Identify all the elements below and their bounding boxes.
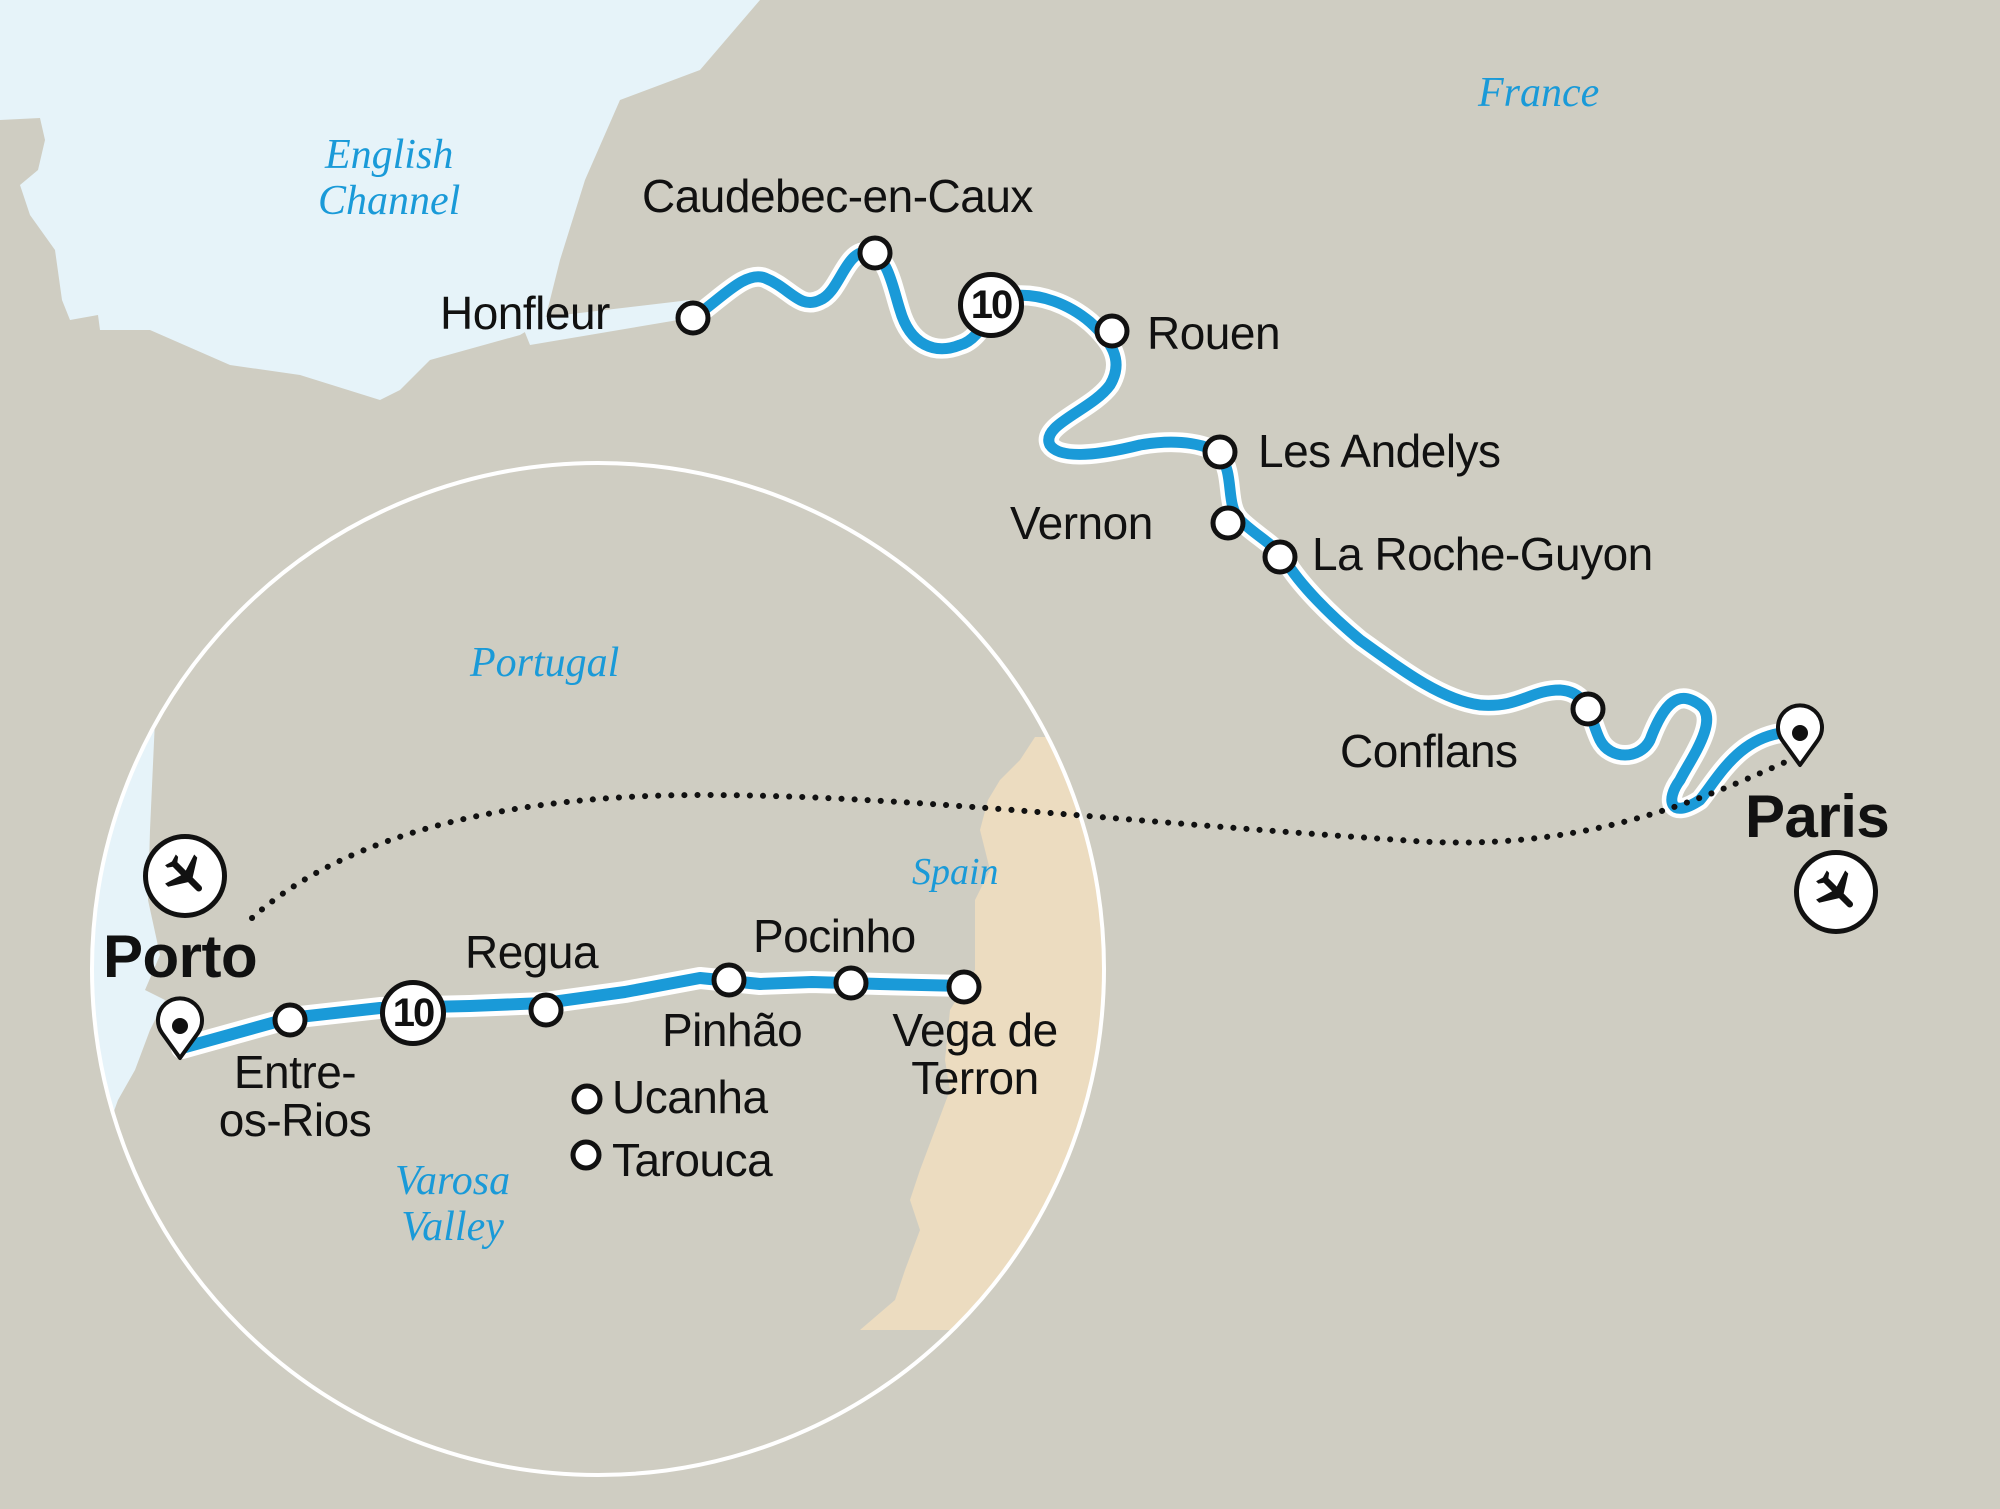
- paris-pin-icon[interactable]: [1776, 703, 1824, 767]
- seine-stop-markers: [675, 235, 1606, 727]
- label-vega-de-terron-text: Vega de Terron: [892, 1004, 1058, 1105]
- portugal-inset: [92, 463, 1104, 1475]
- region-varosa-valley-text: Varosa Valley: [395, 1158, 511, 1251]
- douro-stop-markers: [272, 962, 982, 1171]
- region-varosa-valley: Varosa Valley: [395, 1158, 510, 1250]
- label-conflans[interactable]: Conflans: [1340, 725, 1518, 777]
- label-pinhao[interactable]: Pinhão: [662, 1004, 803, 1056]
- airplane-icon: [165, 854, 203, 892]
- inset-circle-border: [90, 461, 1106, 1477]
- label-la-roche-guyon[interactable]: La Roche-Guyon: [1312, 528, 1653, 580]
- stop-ucanha-icon[interactable]: [571, 1083, 603, 1115]
- label-honfleur[interactable]: Honfleur: [440, 287, 610, 339]
- region-france: France: [1478, 70, 1600, 116]
- label-pocinho[interactable]: Pocinho: [753, 910, 916, 962]
- paris-airport[interactable]: [1794, 850, 1878, 934]
- stop-la-roche-guyon-icon[interactable]: [1262, 539, 1298, 575]
- label-ucanha[interactable]: Ucanha: [612, 1071, 768, 1123]
- stop-vega-de-terron-icon[interactable]: [946, 969, 982, 1005]
- label-vernon[interactable]: Vernon: [1010, 497, 1153, 549]
- label-entre-os-rios[interactable]: Entre- os-Rios: [195, 1048, 395, 1145]
- airplane-icon: [1816, 870, 1854, 908]
- stop-vernon-icon[interactable]: [1210, 505, 1246, 541]
- flight-path-dotted: [249, 757, 1793, 921]
- stop-honfleur-icon[interactable]: [675, 300, 711, 336]
- region-portugal: Portugal: [470, 640, 620, 686]
- label-les-andelys[interactable]: Les Andelys: [1258, 425, 1501, 477]
- region-english-channel-text: English Channel: [318, 132, 461, 225]
- label-paris[interactable]: Paris: [1745, 783, 1890, 850]
- english-channel-water: [0, 0, 760, 400]
- stop-pinhao-icon[interactable]: [711, 962, 747, 998]
- label-tarouca[interactable]: Tarouca: [612, 1134, 773, 1186]
- seine-nights-badge: 10: [958, 272, 1024, 338]
- stop-regua-icon[interactable]: [528, 992, 564, 1028]
- label-entre-os-rios-text: Entre- os-Rios: [218, 1046, 372, 1147]
- stop-conflans-icon[interactable]: [1570, 691, 1606, 727]
- stop-rouen-icon[interactable]: [1094, 313, 1130, 349]
- stop-caudebec-icon[interactable]: [857, 235, 893, 271]
- stop-tarouca-icon[interactable]: [570, 1139, 602, 1171]
- stop-pocinho-icon[interactable]: [833, 965, 869, 1001]
- label-porto[interactable]: Porto: [103, 923, 258, 990]
- region-spain: Spain: [912, 851, 999, 893]
- douro-nights-badge: 10: [380, 980, 446, 1046]
- label-regua[interactable]: Regua: [465, 926, 599, 978]
- label-vega-de-terron[interactable]: Vega de Terron: [870, 1006, 1080, 1103]
- stop-entre-os-rios-icon[interactable]: [272, 1002, 308, 1038]
- region-english-channel: English Channel: [318, 132, 460, 224]
- seine-estuary: [520, 300, 690, 345]
- stop-les-andelys-icon[interactable]: [1202, 434, 1238, 470]
- porto-airport[interactable]: [143, 834, 227, 918]
- porto-pin-icon[interactable]: [156, 996, 204, 1060]
- label-caudebec-en-caux[interactable]: Caudebec-en-Caux: [642, 170, 1033, 222]
- label-rouen[interactable]: Rouen: [1147, 307, 1281, 359]
